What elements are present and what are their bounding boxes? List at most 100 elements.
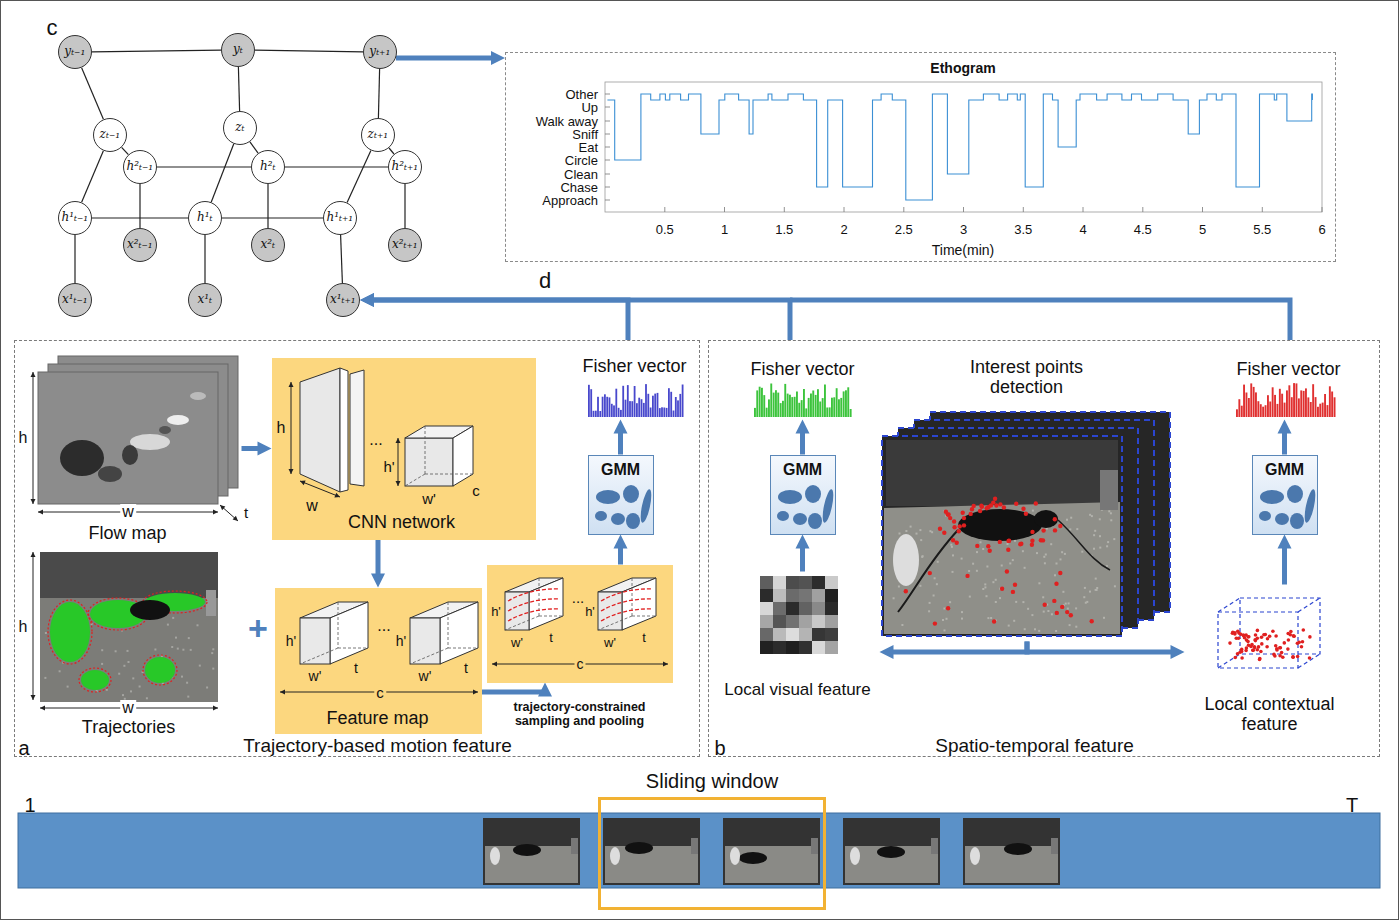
connector — [796, 420, 810, 455]
variable-name: h²ₜ₊₁ — [388, 160, 422, 174]
label: ... — [377, 618, 390, 634]
label: h' — [491, 605, 501, 618]
connector — [92, 50, 221, 52]
label: T — [1346, 795, 1358, 815]
label: 5.5 — [1253, 223, 1271, 236]
label: Eat — [578, 141, 598, 154]
label: w' — [422, 491, 436, 506]
connector-line — [242, 446, 259, 451]
connector-line — [122, 147, 129, 154]
label: ... — [369, 432, 382, 448]
label: w — [306, 498, 318, 514]
connector — [238, 67, 239, 111]
node-text: CNN network — [302, 511, 502, 532]
label: w' — [511, 636, 523, 649]
connector — [157, 167, 251, 168]
arrowhead — [614, 535, 628, 549]
variable-node: zₜ₋₁ — [93, 118, 127, 152]
connector-line — [396, 56, 492, 61]
ethogram-panel: Ethogram — [505, 52, 1336, 262]
label: Approach — [542, 194, 598, 207]
label: w — [120, 700, 136, 716]
node-text: Fisher vector — [738, 358, 868, 379]
label: Circle — [565, 154, 598, 167]
label: w' — [309, 669, 322, 683]
variable-node: x¹ₜ — [188, 283, 222, 317]
connector — [1278, 420, 1292, 455]
connector — [614, 535, 628, 565]
connector — [1027, 642, 1185, 660]
connector — [242, 442, 272, 456]
variable-name: zₜ — [223, 121, 257, 135]
variable-name: h¹ₜ₋₁ — [58, 211, 92, 225]
fisher-vector: Fisher vector — [1222, 350, 1357, 420]
label: w — [120, 504, 136, 520]
connector-line — [373, 300, 628, 340]
arrowhead — [258, 442, 272, 456]
node-text: GMM — [773, 460, 833, 478]
label: t — [642, 631, 646, 644]
label: a — [18, 738, 29, 758]
arrowhead — [1278, 420, 1292, 434]
label: Clean — [564, 168, 598, 181]
node-text: Fisher vector — [1224, 358, 1354, 379]
connector-line — [341, 235, 343, 283]
label: c — [575, 657, 586, 671]
label: 5 — [1199, 223, 1206, 236]
plus-sign: + — [248, 611, 268, 645]
connector — [205, 235, 206, 283]
arrowhead — [1171, 645, 1185, 659]
sliding-window: Sliding window — [598, 797, 826, 910]
gmm-box: GMM — [770, 455, 836, 535]
connector — [82, 151, 104, 203]
connector — [75, 235, 76, 283]
label: h' — [396, 634, 406, 648]
connector-line — [82, 151, 104, 203]
node-text: trajectory-constrained sampling and pool… — [490, 699, 670, 728]
connector — [405, 184, 406, 228]
node-text: Ethogram — [863, 60, 1063, 76]
label: 1.5 — [775, 223, 793, 236]
connector — [255, 50, 363, 52]
variable-node: h²ₜ₋₁ — [123, 150, 157, 184]
variable-name: yₜ — [221, 43, 255, 57]
label: t — [354, 661, 358, 675]
feature-panel: Spatio-temporal featureFisher vectorGMML… — [708, 340, 1380, 757]
label: ... — [572, 590, 585, 605]
label: h' — [383, 459, 394, 474]
label: c — [472, 483, 480, 498]
label: d — [539, 270, 551, 292]
connector — [222, 218, 323, 219]
variable-name: yₜ₋₁ — [58, 45, 92, 59]
label: t — [244, 505, 248, 520]
connector-line — [1027, 642, 1172, 653]
node-text: Spatio-temporal feature — [875, 735, 1195, 757]
connector-line — [347, 151, 371, 203]
connector — [140, 184, 141, 228]
label: 2 — [840, 223, 847, 236]
node-text: Interest points detection — [947, 357, 1107, 398]
arrowhead — [880, 645, 894, 659]
variable-node: h¹ₜ — [188, 201, 222, 235]
image-panel: Flow map — [38, 355, 242, 548]
label: 4.5 — [1134, 223, 1152, 236]
label: c — [47, 17, 58, 39]
variable-node: yₜ₋₁ — [58, 35, 92, 69]
connector-line — [378, 69, 379, 118]
node-text: Sliding window — [602, 770, 822, 793]
arrowhead — [1278, 535, 1292, 549]
variable-name: yₜ₊₁ — [363, 45, 397, 59]
connector-line — [1282, 548, 1287, 585]
connector — [268, 184, 269, 228]
label: w' — [604, 636, 616, 649]
node-text: Trajectories — [39, 716, 219, 737]
label: h — [19, 430, 28, 446]
connector — [482, 683, 553, 697]
variable-node: x²ₜ₊₁ — [388, 228, 422, 262]
arrowhead — [796, 420, 810, 434]
connector-line — [373, 300, 790, 340]
connector-line — [74, 235, 75, 283]
variable-node: h²ₜ₊₁ — [388, 150, 422, 184]
arrowhead — [614, 420, 628, 434]
variable-node: x²ₜ — [251, 228, 285, 262]
